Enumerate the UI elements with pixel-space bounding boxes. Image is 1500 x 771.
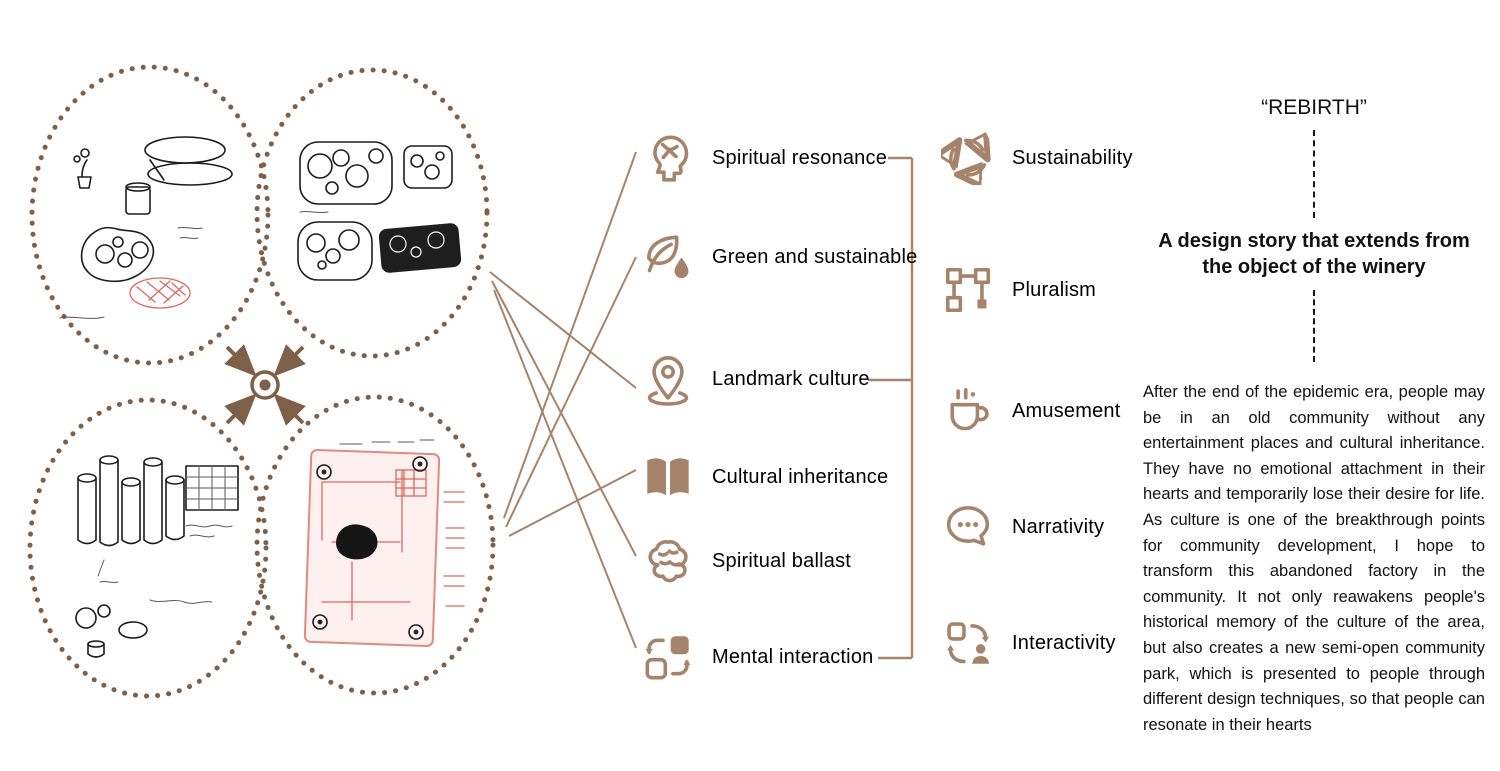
brain-icon bbox=[640, 533, 696, 589]
concept-row-landmark-culture: Landmark culture bbox=[640, 351, 870, 407]
quality-label: Amusement bbox=[1012, 399, 1121, 422]
converge-arrows bbox=[224, 344, 306, 426]
concept-row-spiritual-resonance: Spiritual resonance bbox=[640, 130, 887, 186]
quality-row-narrativity: Narrativity bbox=[940, 499, 1104, 555]
sketch-cluster-top-right bbox=[297, 141, 462, 281]
dotted-cluster-rings bbox=[27, 64, 496, 699]
map-pin-icon bbox=[640, 351, 696, 407]
leaf-droplet-icon bbox=[640, 229, 696, 285]
target-icon bbox=[250, 370, 280, 400]
quality-label: Narrativity bbox=[1012, 515, 1105, 538]
concept-row-mental-interaction: Mental interaction bbox=[640, 629, 873, 685]
quality-row-amusement: Amusement bbox=[940, 383, 1121, 439]
quality-row-sustainability: Sustainability bbox=[940, 130, 1133, 186]
story-title: “REBIRTH” bbox=[1261, 96, 1367, 119]
concept-label: Landmark culture bbox=[712, 367, 870, 390]
concept-row-green-sustainable: Green and sustainable bbox=[640, 229, 917, 285]
coffee-cup-icon bbox=[940, 383, 996, 439]
sketch-cluster-bottom-left bbox=[75, 455, 239, 658]
recycle-icon bbox=[940, 130, 996, 186]
sketch-cluster-top-left bbox=[59, 136, 233, 319]
concept-label: Green and sustainable bbox=[712, 245, 918, 268]
dashed-connector-top bbox=[1313, 130, 1315, 218]
head-neuron-icon bbox=[640, 130, 696, 186]
concept-label: Mental interaction bbox=[712, 645, 874, 668]
sketch-cluster-bottom-right bbox=[303, 439, 465, 647]
concept-label: Cultural inheritance bbox=[712, 465, 889, 488]
story-panel: “REBIRTH” A design story that extends fr… bbox=[1143, 96, 1485, 738]
concept-label: Spiritual resonance bbox=[712, 146, 888, 169]
quality-row-interactivity: Interactivity bbox=[940, 615, 1116, 671]
connection-lines bbox=[489, 151, 637, 649]
bracket-lines bbox=[868, 156, 914, 660]
dashed-connector-bottom bbox=[1313, 290, 1315, 362]
story-subtitle: A design story that extends from the obj… bbox=[1158, 230, 1470, 278]
swap-squares-icon bbox=[640, 629, 696, 685]
story-body: After the end of the epidemic era, peopl… bbox=[1143, 383, 1485, 734]
concept-row-spiritual-ballast: Spiritual ballast bbox=[640, 533, 851, 589]
quality-row-pluralism: Pluralism bbox=[940, 262, 1096, 318]
network-nodes-icon bbox=[940, 262, 996, 318]
quality-label: Interactivity bbox=[1012, 631, 1116, 654]
concept-label: Spiritual ballast bbox=[712, 549, 852, 572]
quality-label: Sustainability bbox=[1012, 146, 1133, 169]
open-book-icon bbox=[640, 449, 696, 505]
swap-person-icon bbox=[940, 615, 996, 671]
chat-bubble-icon bbox=[940, 499, 996, 555]
concept-row-cultural-inheritance: Cultural inheritance bbox=[640, 449, 888, 505]
quality-label: Pluralism bbox=[1012, 278, 1097, 301]
